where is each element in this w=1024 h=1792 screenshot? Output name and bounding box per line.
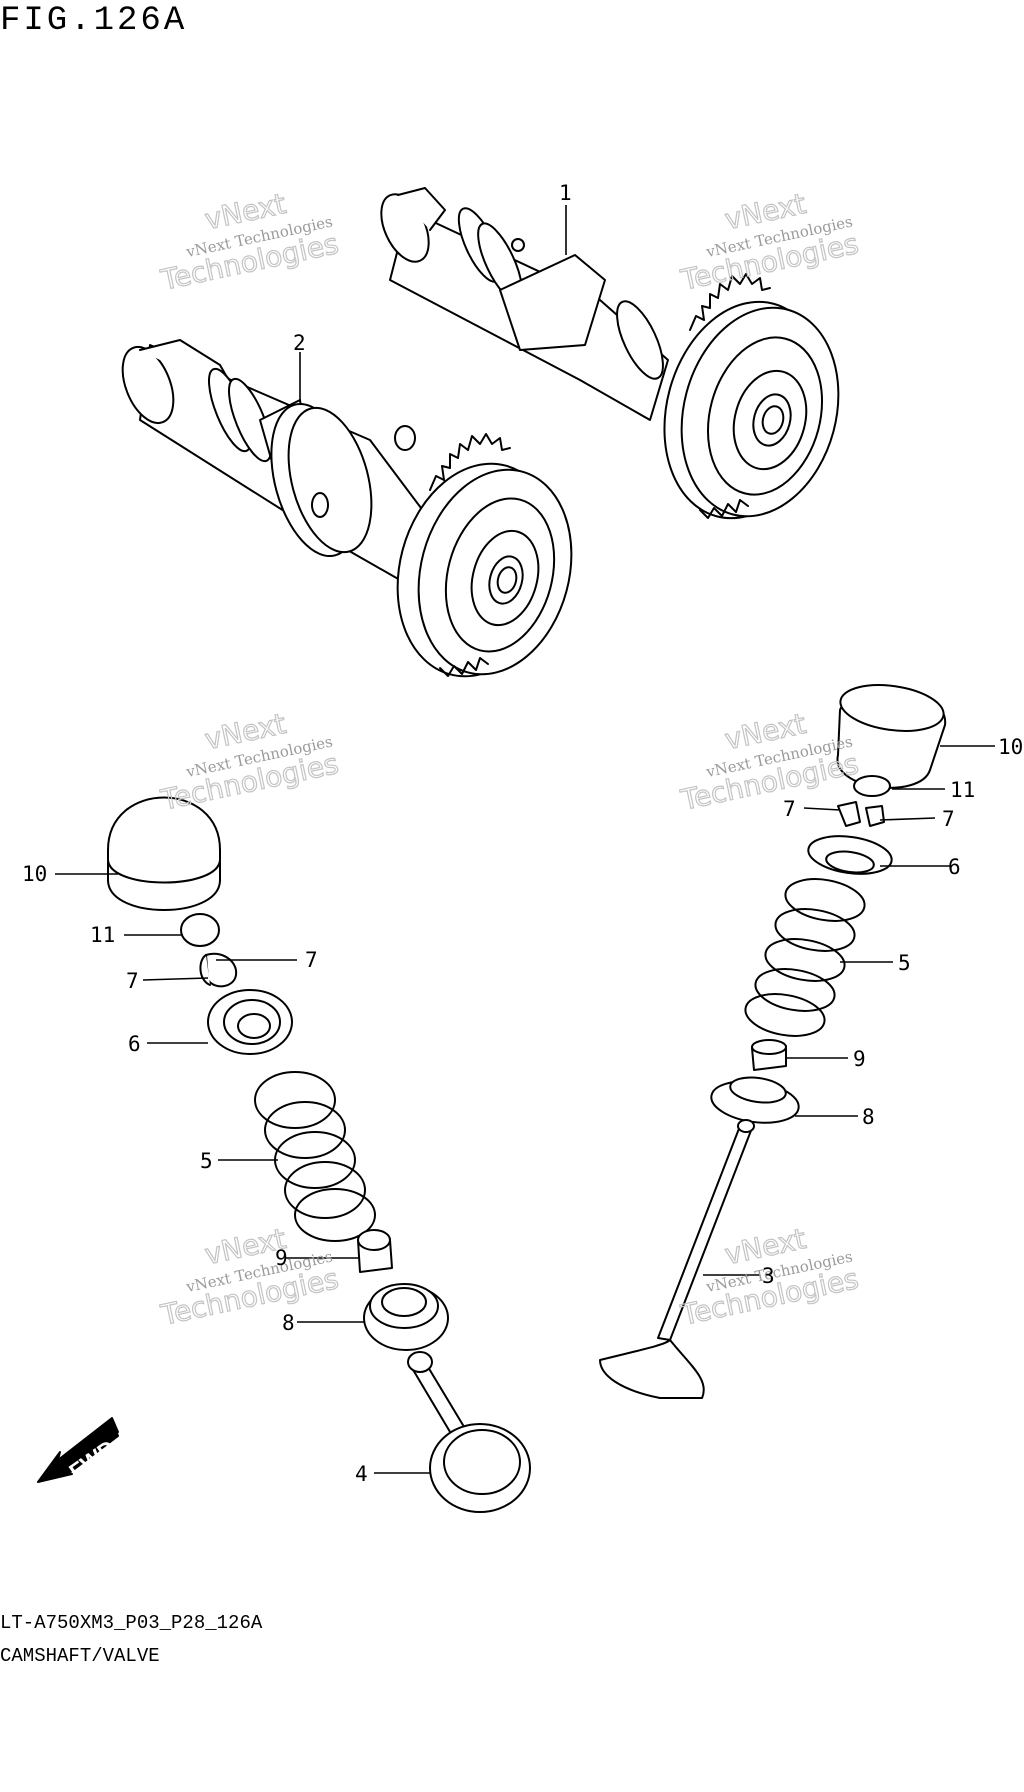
spring-seat-right	[710, 1076, 800, 1124]
figure-code: LT-A750XM3_P03_P28_126A	[0, 1612, 263, 1634]
callout-numbers: 1 2 10 11 7 7 6 5 9 8 4 10 11 7 7 6 5 9 …	[22, 181, 1023, 1486]
callout-6-left: 6	[128, 1032, 141, 1056]
callout-11-right: 11	[950, 778, 975, 802]
stem-seal-right	[751, 1039, 787, 1071]
callout-2: 2	[293, 331, 306, 355]
callout-7-left-b: 7	[126, 969, 139, 993]
valve-right	[599, 1119, 755, 1399]
callout-7-left-a: 7	[305, 948, 318, 972]
callout-11-left: 11	[90, 923, 115, 947]
callout-10-left: 10	[22, 862, 47, 886]
shim-left	[180, 913, 220, 947]
watermark-mid-left: vNext vNext Technologies Technologies	[157, 706, 342, 817]
figure-name: CAMSHAFT/VALVE	[0, 1645, 160, 1667]
watermark-top-right: vNext vNext Technologies Technologies	[677, 186, 862, 297]
retainer-right	[807, 835, 893, 875]
cotters-left	[199, 952, 238, 988]
callout-5-right: 5	[898, 951, 911, 975]
spring-right	[744, 878, 866, 1037]
spring-seat-left	[363, 1283, 449, 1351]
camshaft-1	[380, 187, 840, 520]
callout-7-right-b: 7	[942, 807, 955, 831]
watermark-top-left: vNext vNext Technologies Technologies	[157, 186, 342, 297]
tappet-right	[836, 684, 947, 789]
camshaft-2	[121, 339, 573, 678]
fwd-arrow-icon	[37, 1417, 119, 1483]
watermark-mid-right: vNext vNext Technologies Technologies	[677, 706, 862, 817]
leader-lines	[55, 205, 995, 1474]
callout-7-right-a: 7	[783, 797, 796, 821]
callout-8-right: 8	[862, 1105, 875, 1129]
callout-10-right: 10	[998, 735, 1023, 759]
spring-left	[254, 1071, 376, 1242]
shim-right	[853, 775, 891, 797]
retainer-left	[207, 989, 293, 1055]
cotters-right	[837, 801, 885, 827]
figure-title: FIG.126A	[0, 2, 188, 40]
callout-9-right: 9	[853, 1047, 866, 1071]
callout-6-right: 6	[948, 855, 961, 879]
stem-seal-left	[357, 1229, 393, 1273]
callout-4: 4	[355, 1462, 368, 1486]
callout-3: 3	[762, 1264, 775, 1288]
tappet-left	[107, 796, 221, 911]
callout-1: 1	[559, 181, 572, 205]
callout-9-left: 9	[275, 1246, 288, 1270]
callout-8-left: 8	[282, 1311, 295, 1335]
valve-left	[407, 1351, 531, 1513]
watermark-bottom-left: vNext vNext Technologies Technologies	[157, 1221, 342, 1332]
callout-5-left: 5	[200, 1149, 213, 1173]
